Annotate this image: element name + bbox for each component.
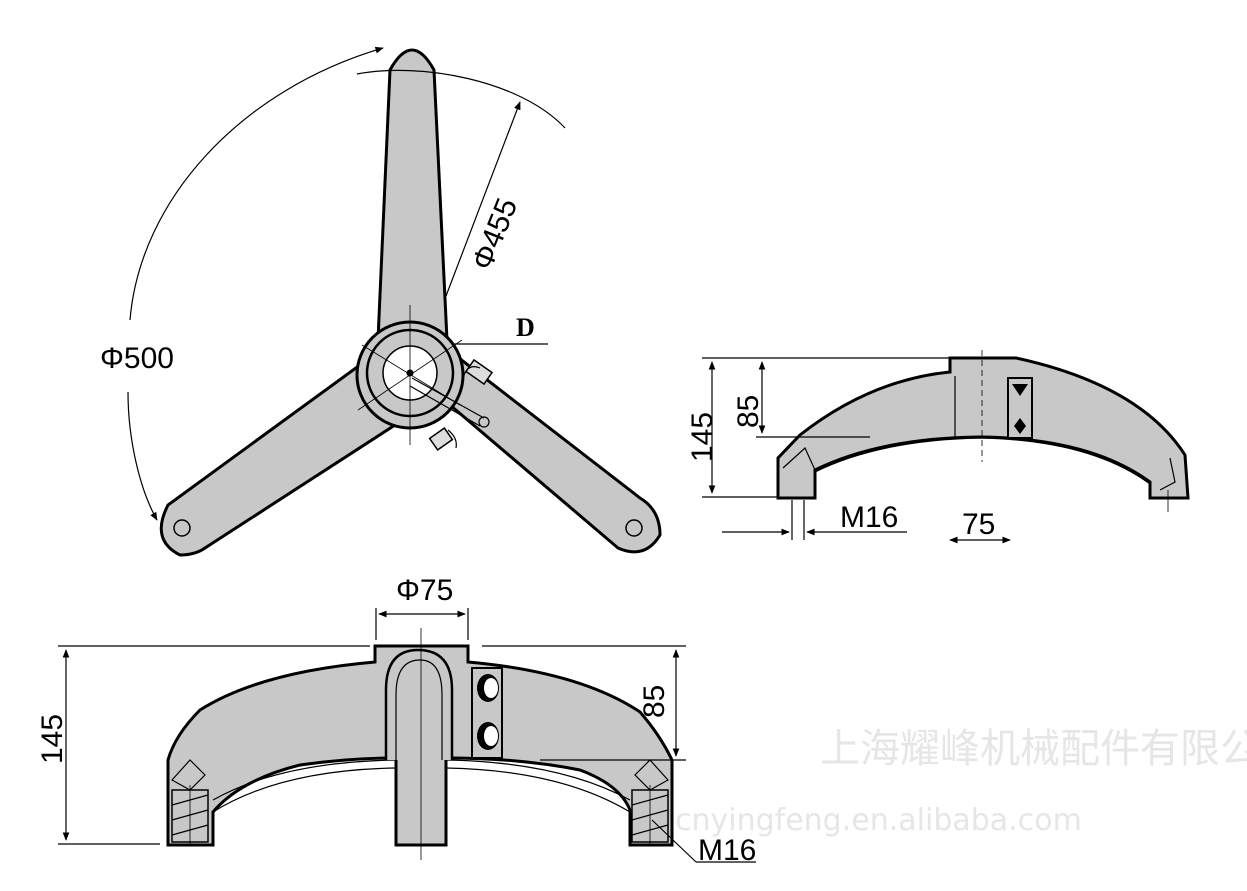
side-body	[776, 356, 1190, 500]
clamp-bolt-upper	[461, 358, 494, 386]
side-slot-mark-bottom	[1014, 418, 1026, 434]
front-foot-left	[171, 759, 209, 845]
front-inner-curve	[212, 767, 631, 813]
side-foot-left	[782, 447, 816, 471]
slot-end	[478, 416, 490, 428]
label-side-75: 75	[962, 508, 995, 541]
label-dia-455: Φ455	[466, 194, 524, 275]
label-d: D	[516, 313, 535, 342]
label-side-85: 85	[732, 395, 765, 428]
label-front-85: 85	[638, 685, 671, 718]
side-inner-curve	[814, 437, 1151, 485]
label-side-145: 145	[686, 412, 719, 462]
front-bolt-upper	[477, 674, 499, 702]
arm-up	[376, 48, 449, 342]
side-foot-right	[1159, 457, 1176, 491]
label-front-m16: M16	[698, 834, 756, 867]
side-slot-mark-top	[1012, 384, 1028, 396]
label-dia-500: Φ500	[100, 342, 174, 375]
front-foot-right	[631, 759, 669, 845]
clamp-bolt-lower	[428, 427, 457, 451]
arm-right	[448, 352, 662, 554]
watermark-company: 上海耀峰机械配件有限公司	[820, 727, 1247, 771]
label-side-m16: M16	[840, 501, 898, 534]
label-front-145: 145	[36, 714, 69, 764]
front-hub-column	[384, 648, 454, 760]
label-front-dia-75: Φ75	[396, 574, 453, 607]
front-inner-curve-2	[212, 759, 631, 801]
dim-arc-455	[356, 69, 566, 129]
foot-hole-right	[625, 519, 643, 537]
top-view: Φ500 Φ455 D	[100, 48, 662, 557]
dim-arc-500	[127, 48, 383, 520]
front-view: Φ75 145 85 M16	[36, 574, 756, 867]
side-view: 145 85 M16 75	[686, 350, 1190, 544]
watermark-website: cnyingfeng.en.alibaba.com	[675, 803, 1082, 838]
dim-line-455	[445, 101, 521, 297]
front-bolt-lower	[477, 722, 499, 750]
